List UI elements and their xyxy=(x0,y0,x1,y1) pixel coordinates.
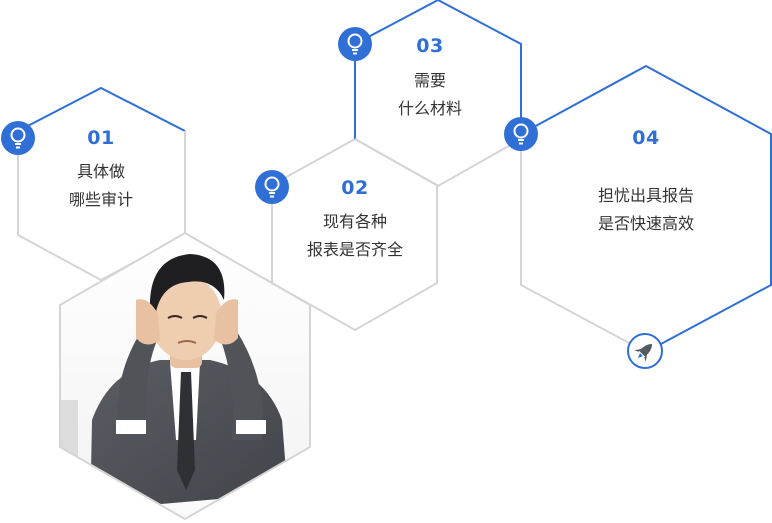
step-01-title-line1: 具体做 xyxy=(76,162,125,181)
step-03-title-line2: 什么材料 xyxy=(397,99,462,118)
lightbulb-icon xyxy=(1,121,35,155)
step-04-title-line2: 是否快速高效 xyxy=(597,214,694,233)
step-02-number: 02 xyxy=(341,177,369,199)
lightbulb-icon xyxy=(338,27,372,61)
step-04-title-line1: 担忧出具报告 xyxy=(597,186,694,205)
step-02-title-line2: 报表是否齐全 xyxy=(306,240,403,259)
hexagon-03-outline xyxy=(354,0,522,188)
photo-businessman xyxy=(59,231,311,521)
step-01-title-line2: 哪些审计 xyxy=(68,190,133,209)
step-04-number: 04 xyxy=(632,127,660,149)
step-03-title-line1: 需要 xyxy=(413,71,446,90)
step-01-number: 01 xyxy=(87,127,115,149)
step-03-number: 03 xyxy=(416,35,444,57)
step-02-title-line1: 现有各种 xyxy=(322,212,387,231)
hexagon-01-outline xyxy=(17,86,186,282)
lightbulb-icon xyxy=(255,170,289,204)
rocket-icon xyxy=(627,333,663,369)
lightbulb-icon xyxy=(504,117,538,151)
hexagon-04-outline xyxy=(520,64,772,353)
